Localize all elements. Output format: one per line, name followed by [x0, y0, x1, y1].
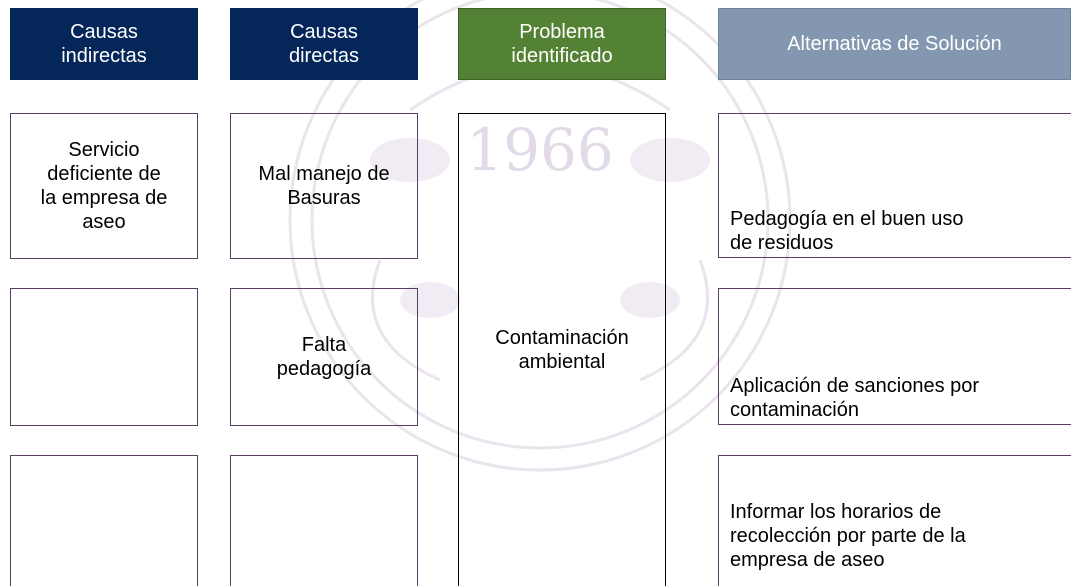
direct-cause-box-2: Falta pedagogía: [230, 288, 418, 426]
indirect-cause-box-3: [10, 455, 198, 586]
solution-box-3: Informar los horarios de recolección por…: [718, 455, 1071, 586]
header-problem-label: Problema identificado: [511, 21, 613, 67]
problem-text: Contaminación ambiental: [495, 327, 629, 373]
header-solutions-label: Alternativas de Solución: [787, 33, 1002, 55]
direct-cause-text-2: Falta pedagogía: [276, 334, 372, 380]
header-solutions: Alternativas de Solución: [718, 8, 1071, 80]
solution-box-1: Pedagogía en el buen uso de residuos: [718, 113, 1071, 258]
solution-text-1: Pedagogía en el buen uso de residuos: [730, 208, 964, 254]
header-direct-causes: Causas directas: [230, 8, 418, 80]
solution-text-2: Aplicación de sanciones por contaminació…: [730, 375, 980, 421]
direct-cause-text-1: Mal manejo de Basuras: [258, 163, 390, 209]
indirect-cause-box-1: Servicio deficiente de la empresa de ase…: [10, 113, 198, 259]
header-indirect-causes-label: Causas indirectas: [61, 21, 147, 67]
direct-cause-box-3: [230, 455, 418, 586]
problem-box: Contaminación ambiental: [458, 113, 666, 586]
direct-cause-box-1: Mal manejo de Basuras: [230, 113, 418, 259]
header-problem: Problema identificado: [458, 8, 666, 80]
indirect-cause-text-1: Servicio deficiente de la empresa de ase…: [40, 139, 168, 233]
solution-text-3: Informar los horarios de recolección por…: [730, 501, 966, 571]
indirect-cause-box-2: [10, 288, 198, 426]
header-indirect-causes: Causas indirectas: [10, 8, 198, 80]
header-direct-causes-label: Causas directas: [288, 21, 360, 67]
solution-box-2: Aplicación de sanciones por contaminació…: [718, 288, 1071, 425]
